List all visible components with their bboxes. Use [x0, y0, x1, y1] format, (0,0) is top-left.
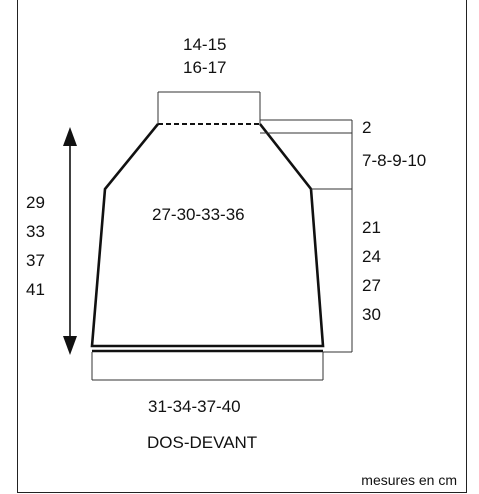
side-height-1: 21 [362, 218, 381, 237]
diagram-title: DOS-DEVANT [147, 433, 258, 452]
total-height-label: 29 33 37 41 [26, 188, 45, 304]
diagram-frame [17, 0, 467, 493]
total-height-4: 41 [26, 280, 45, 299]
total-height-3: 37 [26, 251, 45, 270]
side-height-4: 30 [362, 305, 381, 324]
shoulder-drop-label: 7-8-9-10 [362, 151, 427, 170]
arrow-down-icon [63, 336, 77, 355]
arrow-up-icon [63, 127, 77, 146]
units-note: mesures en cm [361, 472, 457, 488]
side-height-2: 24 [362, 247, 381, 266]
neck-depth-label: 2 [362, 118, 372, 137]
shoulder-width-label: 27-30-33-36 [152, 205, 245, 224]
neck-width-line-1: 14-15 [183, 35, 227, 54]
neck-width-line-2: 16-17 [183, 57, 227, 77]
side-height-label: 21 24 27 30 [362, 213, 381, 329]
neck-width-label: 14-15 16-17 [183, 34, 226, 79]
garment-outline [90, 123, 325, 348]
bottom-width-label: 31-34-37-40 [148, 397, 241, 416]
total-height-2: 33 [26, 222, 45, 241]
side-height-3: 27 [362, 276, 381, 295]
total-height-1: 29 [26, 193, 45, 212]
